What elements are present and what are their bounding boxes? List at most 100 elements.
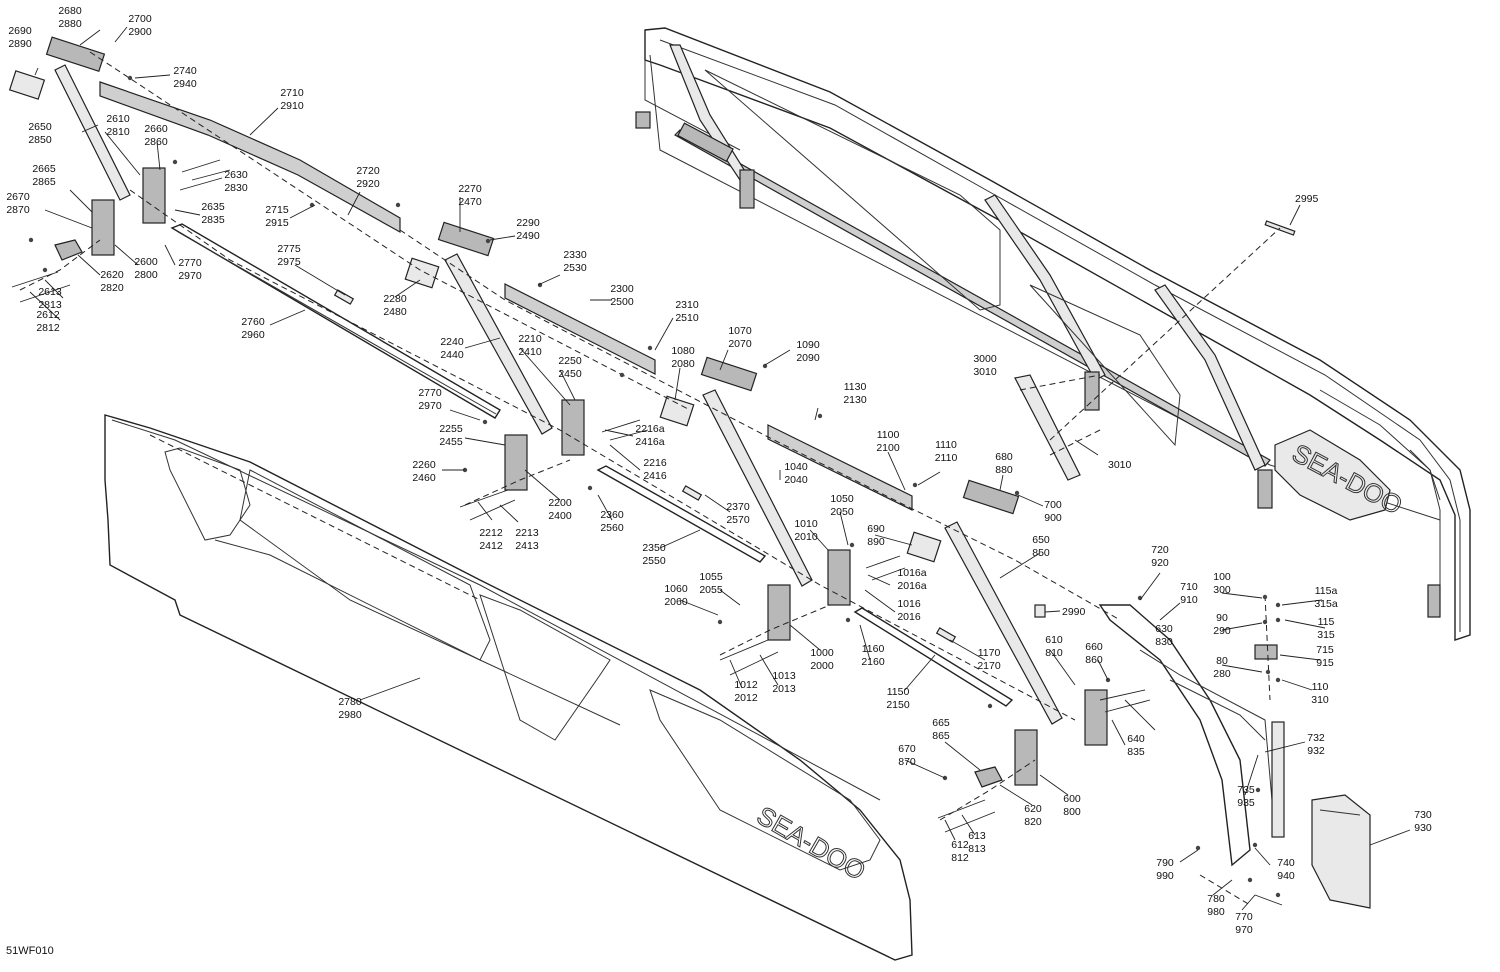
callout-33-bottom-label: 2970 <box>418 400 442 412</box>
callout-56-bottom-label: 2055 <box>699 584 723 596</box>
part-610 <box>1084 689 1108 746</box>
callout-57-top-label: 1060 <box>664 583 688 595</box>
callout-67-bottom-label: 860 <box>1085 654 1103 666</box>
callout-11-bottom-label: 2920 <box>356 178 380 190</box>
part-680 <box>962 479 1020 515</box>
callout-6-bottom-label: 2810 <box>106 126 130 138</box>
callout-25-top-label: 2300 <box>610 283 634 295</box>
callout-16-top-label: 2600 <box>134 256 158 268</box>
callout-38-top-label: 2216 <box>643 457 667 469</box>
part-730 <box>1311 794 1371 909</box>
callout-77-bottom-label: 865 <box>932 730 950 742</box>
label-2995: 2995 <box>1295 193 1319 205</box>
callout-26-top-label: 2310 <box>675 299 699 311</box>
callout-2-bottom-label: 2890 <box>8 38 32 50</box>
callout-27-bottom-label: 2440 <box>440 349 464 361</box>
callout-75-bottom-label: 830 <box>1155 636 1173 648</box>
callout-68-top-label: 715 <box>1316 644 1334 656</box>
part-2210 <box>561 399 585 456</box>
callout-30-bottom-label: 2070 <box>728 338 752 350</box>
fence-bracket-1 <box>739 169 755 209</box>
callout-77-top-label: 665 <box>932 717 950 729</box>
callout-53-top-label: 2350 <box>642 542 666 554</box>
callout-18-bottom-label: 2820 <box>100 282 124 294</box>
part-650 <box>944 521 1063 725</box>
callout-64-top-label: 610 <box>1045 634 1063 646</box>
callout-84-bottom-label: 930 <box>1414 822 1432 834</box>
callout-58-bottom-label: 2016 <box>897 611 921 623</box>
callout-67-top-label: 660 <box>1085 641 1103 653</box>
callout-76-bottom-label: 2980 <box>338 709 362 721</box>
callout-47-bottom-label: 2413 <box>515 540 539 552</box>
part-600 <box>1014 729 1038 786</box>
callout-39-top-label: 1100 <box>877 429 900 441</box>
callout-31-top-label: 1090 <box>796 339 820 351</box>
callout-50-bottom-label: 2010 <box>794 531 818 543</box>
fence-bracket-3 <box>1257 469 1273 509</box>
callout-85-bottom-label: 813 <box>968 843 986 855</box>
callout-85-top-label: 613 <box>968 830 986 842</box>
callout-8-top-label: 2630 <box>224 169 248 181</box>
callout-2-top-label: 2690 <box>8 25 32 37</box>
callout-49-bottom-label: 900 <box>1044 512 1062 524</box>
callout-22-top-label: 2760 <box>241 316 265 328</box>
assembled-fence: SEA-DOO <box>635 27 1471 641</box>
part-2710 <box>99 81 401 234</box>
part-2990 <box>1034 604 1046 618</box>
callout-68-bottom-label: 915 <box>1316 657 1334 669</box>
callout-25-bottom-label: 2500 <box>610 296 634 308</box>
callout-88-top-label: 790 <box>1156 857 1174 869</box>
callout-84-top-label: 730 <box>1414 809 1432 821</box>
callout-62-bottom-label: 290 <box>1213 625 1231 637</box>
callout-42-bottom-label: 2400 <box>548 510 572 522</box>
callout-78-bottom-label: 932 <box>1307 745 1325 757</box>
callout-83-bottom-label: 820 <box>1024 816 1042 828</box>
callout-32-top-label: 1080 <box>671 345 695 357</box>
callout-69-bottom-label: 2000 <box>810 660 834 672</box>
callout-3-bottom-label: 2940 <box>173 78 197 90</box>
callout-51-bottom-label: 890 <box>867 536 885 548</box>
callout-34-bottom-label: 2455 <box>439 436 463 448</box>
callout-52-bottom-label: 850 <box>1032 547 1050 559</box>
callout-59-top-label: 710 <box>1180 581 1198 593</box>
callout-60-bottom-label: 300 <box>1213 584 1231 596</box>
part-1010 <box>827 549 851 606</box>
callout-17-bottom-label: 2970 <box>178 270 202 282</box>
callout-88-bottom-label: 990 <box>1156 870 1174 882</box>
callout-46-bottom-label: 2412 <box>479 540 503 552</box>
callout-47-top-label: 2213 <box>515 527 539 539</box>
callout-33-top-label: 2770 <box>418 387 442 399</box>
callout-0-top-label: 2680 <box>58 5 82 17</box>
callout-45-bottom-label: 2560 <box>600 522 624 534</box>
part-2600 <box>91 199 115 256</box>
part-1080 <box>659 395 695 427</box>
callout-54-top-label: 1016a <box>897 567 926 579</box>
callout-1-top-label: 2700 <box>128 13 152 25</box>
callout-1-bottom-label: 2900 <box>128 26 152 38</box>
callout-41-top-label: 680 <box>995 451 1013 463</box>
callout-81-top-label: 735 <box>1237 784 1255 796</box>
callout-40-top-label: 1110 <box>935 439 957 451</box>
callout-74-bottom-label: 2150 <box>886 699 910 711</box>
callout-12-bottom-label: 2870 <box>6 204 30 216</box>
callout-63-bottom-label: 315 <box>1317 629 1335 641</box>
callout-26-bottom-label: 2510 <box>675 312 699 324</box>
callout-44-top-label: 2370 <box>726 501 750 513</box>
callout-64-bottom-label: 810 <box>1045 647 1063 659</box>
callout-41-bottom-label: 880 <box>995 464 1013 476</box>
callout-42-top-label: 2200 <box>548 497 572 509</box>
callout-70-top-label: 80 <box>1216 655 1228 667</box>
callout-82-bottom-label: 800 <box>1063 806 1081 818</box>
part-2690 <box>8 70 46 100</box>
callout-36-top-label: 1130 <box>844 381 867 393</box>
side-panel: SEA-DOO <box>104 414 913 961</box>
callout-80-bottom-label: 870 <box>898 756 916 768</box>
part-2650 <box>54 64 131 201</box>
parts-group-right <box>906 220 1371 909</box>
callout-79-top-label: 640 <box>1127 733 1145 745</box>
callout-54-bottom-label: 2016a <box>897 580 926 592</box>
callout-75-top-label: 630 <box>1155 623 1173 635</box>
callout-37-bottom-label: 2460 <box>412 472 436 484</box>
part-2350 <box>596 465 767 563</box>
